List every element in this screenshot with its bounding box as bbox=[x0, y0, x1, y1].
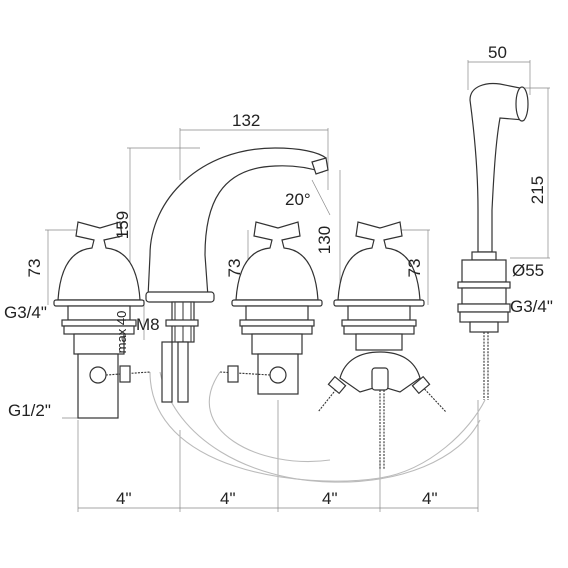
label-valve-height-right: 73 bbox=[405, 259, 424, 278]
label-thread-right: G3/4" bbox=[510, 297, 553, 316]
label-handshower-width: 50 bbox=[488, 43, 507, 62]
label-thread-left-top: G3/4" bbox=[4, 303, 47, 322]
label-spacing-1: 4" bbox=[116, 489, 132, 508]
label-valve-height-left: 73 bbox=[25, 259, 44, 278]
label-handshower-diameter: Ø55 bbox=[512, 261, 544, 280]
spout bbox=[145, 147, 329, 403]
label-valve-height-center: 130 bbox=[315, 226, 334, 254]
dimension-labels: 132 159 20° 130 73 73 73 50 215 Ø55 G3/4… bbox=[4, 43, 553, 508]
flexible-hoses bbox=[149, 371, 486, 483]
label-spout-stud: M8 bbox=[136, 315, 160, 334]
label-spout-angle: 20° bbox=[285, 190, 311, 209]
left-valve bbox=[53, 221, 151, 419]
label-spout-reach: 132 bbox=[232, 111, 260, 130]
label-spout-height: 159 bbox=[113, 211, 132, 239]
label-valve-height-mid: 73 bbox=[225, 259, 244, 278]
label-spacing-4: 4" bbox=[422, 489, 438, 508]
label-spacing-2: 4" bbox=[220, 489, 236, 508]
label-deck-max: max 40 bbox=[114, 311, 129, 354]
middle-valve bbox=[219, 221, 323, 395]
hand-shower bbox=[457, 82, 529, 400]
label-spacing-3: 4" bbox=[322, 489, 338, 508]
label-thread-left-bottom: G1/2" bbox=[8, 401, 51, 420]
right-valve-diverter bbox=[317, 221, 447, 470]
label-handshower-length: 215 bbox=[528, 176, 547, 204]
